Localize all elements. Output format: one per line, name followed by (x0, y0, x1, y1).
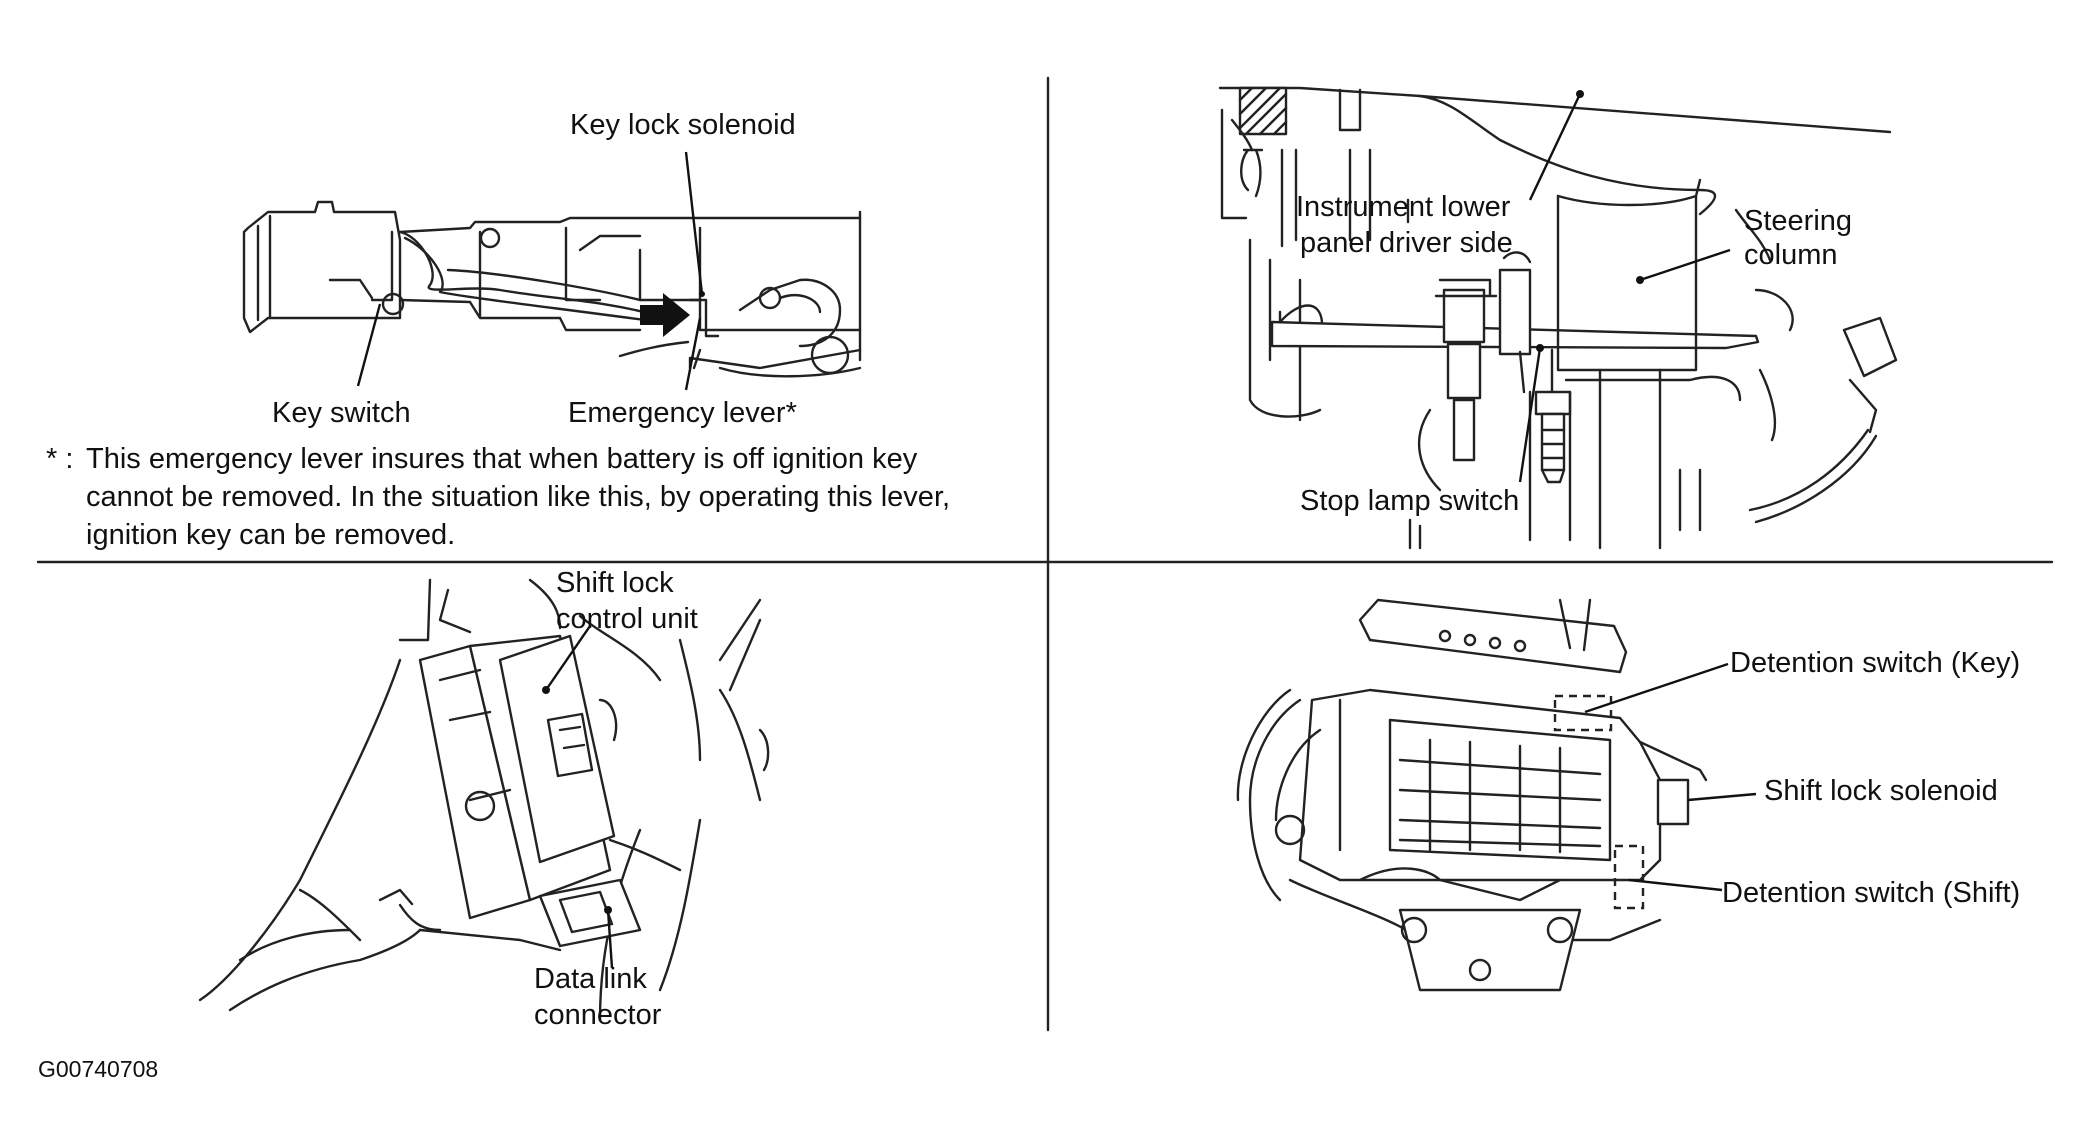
label-detention-switch-shift: Detention switch (Shift) (1722, 877, 2021, 909)
footnote-marker: * : (46, 443, 74, 475)
emergency-lever-arrow (640, 293, 690, 337)
label-instrument-lower-panel-1: Instrument lower (1296, 191, 1511, 223)
label-shift-lock-control-unit-1: Shift lock (556, 567, 674, 599)
label-shift-lock-solenoid: Shift lock solenoid (1764, 775, 1998, 807)
label-data-link-connector-1: Data link (534, 963, 647, 995)
footnote-line-2: cannot be removed. In the situation like… (86, 481, 951, 513)
panel-dividers (36, 76, 2054, 1032)
label-key-lock-solenoid: Key lock solenoid (570, 109, 796, 141)
label-detention-switch-key: Detention switch (Key) (1730, 647, 2021, 679)
label-instrument-lower-panel-2: panel driver side (1300, 227, 1513, 259)
steering-column-illustration (242, 200, 862, 378)
label-shift-lock-control-unit-2: control unit (556, 603, 698, 635)
leader-lines (356, 90, 1757, 969)
label-steering-column-2: column (1744, 239, 1838, 271)
footnote-line-3: ignition key can be removed. (86, 519, 456, 551)
figure-id: G00740708 (38, 1056, 159, 1082)
shift-lever-assembly-illustration (1236, 598, 1708, 992)
label-steering-column-1: Steering (1744, 205, 1853, 237)
label-key-switch: Key switch (272, 397, 411, 429)
shift-lock-unit-illustration (198, 578, 770, 1022)
footnote-line-1: This emergency lever insures that when b… (86, 443, 918, 475)
label-stop-lamp-switch: Stop lamp switch (1300, 485, 1520, 517)
label-emergency-lever: Emergency lever* (568, 397, 797, 429)
label-data-link-connector-2: connector (534, 999, 662, 1031)
instrument-panel-illustration (1218, 86, 1898, 550)
